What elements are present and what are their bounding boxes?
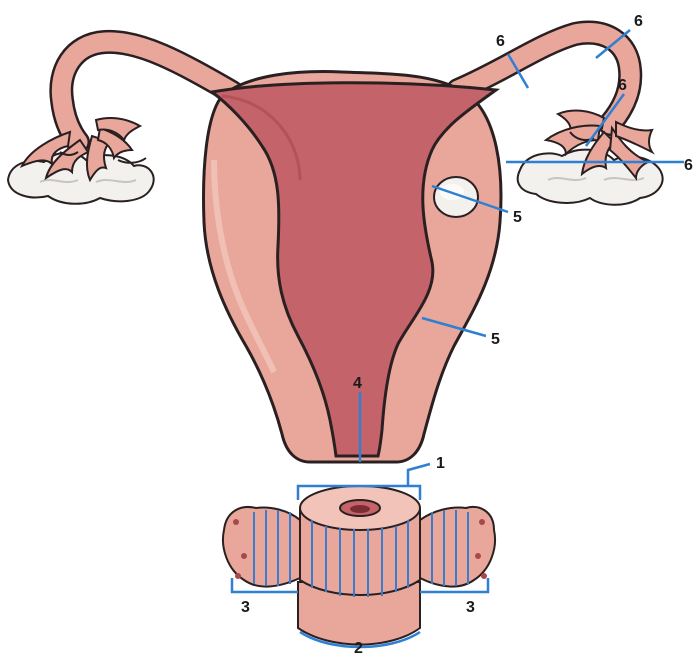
follicle <box>434 177 478 217</box>
label-1-cervix-section: 1 <box>436 455 445 472</box>
label-6-isthmus: 6 <box>496 33 505 50</box>
label-6-ovary: 6 <box>684 157 693 174</box>
label-6-ampulla: 6 <box>634 13 643 30</box>
label-5-follicle: 5 <box>513 209 522 226</box>
label-4-cervical-canal: 4 <box>353 375 362 392</box>
label-5-wall: 5 <box>491 331 500 348</box>
label-3-parametrium-right: 3 <box>466 599 475 616</box>
label-6-fimbriae: 6 <box>618 77 627 94</box>
pointer-1-leader <box>408 464 430 486</box>
fallopian-tube-left <box>61 42 232 142</box>
label-2-external-os: 2 <box>354 640 363 655</box>
cervix-section <box>223 486 495 645</box>
label-3-parametrium-left: 3 <box>241 599 250 616</box>
parametrium-left-wing <box>223 507 300 587</box>
